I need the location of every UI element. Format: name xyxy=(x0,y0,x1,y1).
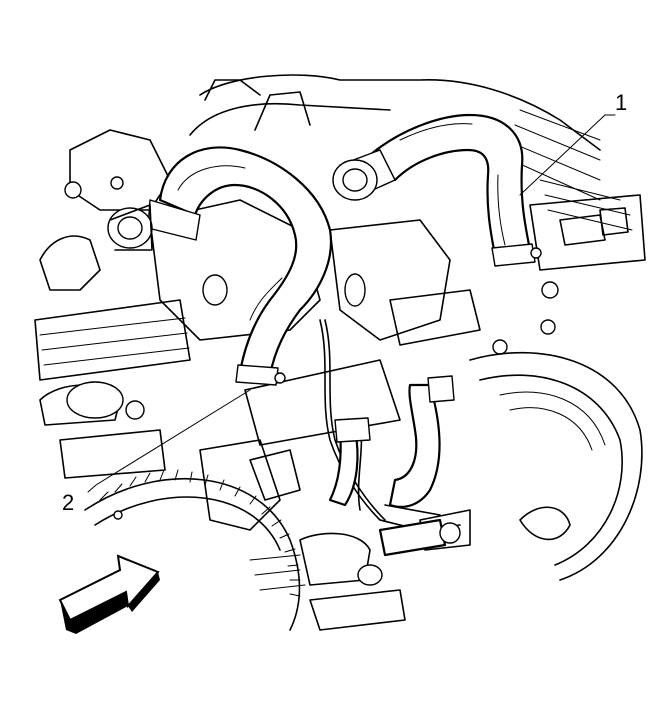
direction-arrow-icon xyxy=(58,554,160,634)
lower-coolant-hoses xyxy=(328,375,461,557)
callout-1-label: 1 xyxy=(615,90,627,115)
callout-2-label: 2 xyxy=(62,490,74,515)
engine-block-background xyxy=(34,74,646,631)
leader-lines xyxy=(87,114,616,493)
heater-hose-1 xyxy=(332,113,542,267)
heater-hose-2 xyxy=(107,146,333,386)
